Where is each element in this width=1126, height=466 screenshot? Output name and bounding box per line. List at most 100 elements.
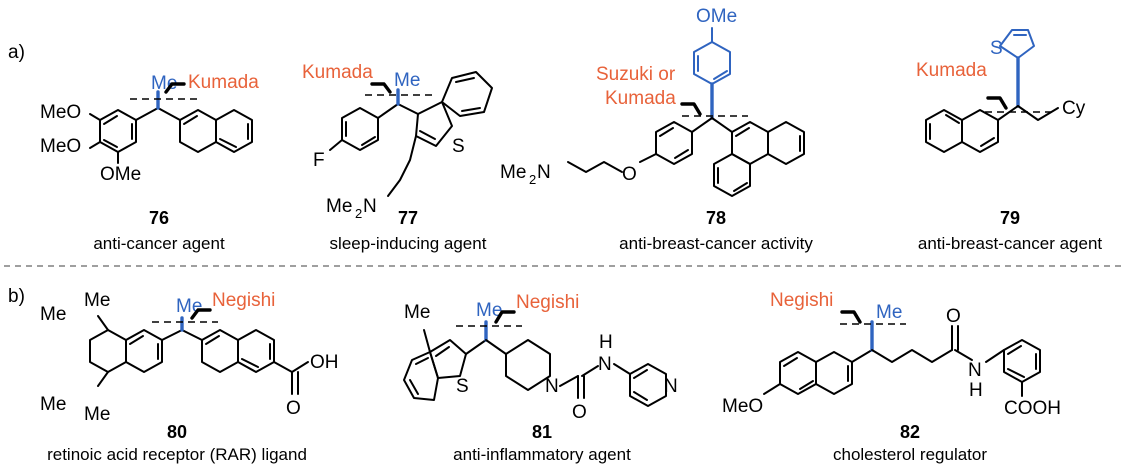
methyl-label-76: Me	[151, 73, 177, 94]
thiophene-ring-77	[415, 101, 453, 147]
naphthalene-ring-a	[179, 109, 217, 153]
pyridine-ring	[629, 363, 667, 407]
trimethoxyphenyl-ring	[99, 109, 137, 153]
section-label-b: b)	[8, 286, 25, 307]
oxygen-78: O	[622, 164, 637, 185]
compound-number-79: 79	[1000, 208, 1020, 228]
coupling-hook-77	[370, 82, 392, 94]
methyl-80-d: Me	[84, 404, 110, 425]
naphthalene-79-ring-b	[925, 109, 963, 153]
methyl-81-ring: Me	[404, 302, 430, 323]
methyl-label-81: Me	[476, 300, 502, 321]
sulfur-77: S	[452, 136, 465, 157]
urea-nitrogen: N	[598, 354, 612, 375]
structure-82: MeO Me Negishi O N H COOH	[722, 290, 1061, 419]
naphthalene-79-ring-a	[961, 109, 999, 153]
description-80: retinoic acid receptor (RAR) ligand	[47, 445, 307, 464]
butanoyl-chain	[871, 349, 953, 363]
compound-number-81: 81	[532, 422, 552, 442]
description-81: anti-inflammatory agent	[453, 445, 631, 464]
ethylamine-chain	[387, 135, 417, 197]
pyridine-nitrogen: N	[664, 376, 678, 397]
dimethylamino-78-sub: 2	[529, 172, 536, 187]
ethoxy-chain	[567, 161, 623, 173]
methoxy-76-top: MeO	[40, 102, 81, 123]
amide-hydrogen: H	[969, 380, 983, 401]
methyl-label-82: Me	[876, 302, 902, 323]
dimethylamino-78-me: Me	[500, 162, 526, 183]
tetrahydronaphthalene-ring-b	[125, 329, 163, 373]
methyl-80-c: Me	[40, 394, 66, 415]
methyl-80-b: Me	[84, 290, 110, 311]
compound-number-78: 78	[706, 208, 726, 228]
fluoro-77: F	[313, 150, 325, 171]
phenanthrene-ring-b	[767, 121, 805, 165]
coupling-78-line1: Suzuki or	[596, 64, 676, 85]
amide-oxygen: O	[946, 306, 961, 327]
methyl-80-a: Me	[40, 304, 66, 325]
methoxy-76-bottom: OMe	[100, 164, 141, 185]
coupling-76: Kumada	[188, 72, 259, 93]
structure-79: S Kumada Cy	[916, 29, 1086, 153]
methoxy-78: OMe	[696, 6, 737, 27]
urea-oxygen: O	[572, 402, 587, 423]
structure-80: Me Me Me Me Me Negishi O OH	[40, 290, 339, 425]
coupling-hook-76	[164, 82, 186, 94]
fluorophenyl-ring	[341, 107, 379, 151]
hydroxyl-80: OH	[310, 352, 339, 373]
naphthoic-ring-a	[201, 329, 239, 373]
carboxyl-82: COOH	[1004, 398, 1061, 419]
structure-77: F S Me Kumada Me 2 N	[302, 62, 493, 221]
phenoxy-ring	[655, 121, 693, 165]
structure-81: S Me Me Negishi N O N H N	[403, 292, 678, 423]
methoxynaphthalene-ring-b	[815, 351, 853, 395]
thiophene-ring-79	[999, 29, 1035, 59]
description-78: anti-breast-cancer activity	[619, 234, 813, 253]
coupling-82: Negishi	[770, 290, 833, 311]
section-label-a: a)	[8, 42, 25, 63]
coupling-hook-78	[680, 102, 702, 116]
methoxyphenyl-ring	[693, 41, 731, 85]
amide-nitrogen: N	[968, 360, 982, 381]
description-76: anti-cancer agent	[93, 234, 225, 253]
dimethylamino-77-sub: 2	[355, 206, 362, 221]
benzo-ring-81	[403, 351, 439, 401]
dimethylamino-78-n: N	[537, 162, 551, 183]
carbonyl-oxygen-80: O	[286, 398, 301, 419]
description-79: anti-breast-cancer agent	[918, 234, 1103, 253]
compound-number-82: 82	[900, 422, 920, 442]
piperidine-ring	[505, 339, 551, 391]
coupling-hook-80	[190, 308, 212, 320]
coupling-hook-82	[840, 310, 862, 324]
structure-76: Me Kumada MeO MeO OMe	[40, 72, 259, 185]
description-82: cholesterol regulator	[833, 445, 987, 464]
structure-78: OMe Suzuki or Kumada O Me 2 N	[500, 6, 805, 197]
coupling-79: Kumada	[916, 60, 987, 81]
anthranilic-ring	[1003, 339, 1041, 383]
urea-hydrogen: H	[599, 332, 613, 353]
coupling-hook-79	[986, 96, 1008, 110]
coupling-hook-81	[494, 310, 516, 324]
coupling-78-line2: Kumada	[605, 88, 676, 109]
cyclohexyl-79: Cy	[1062, 98, 1086, 119]
methyl-label-77: Me	[394, 70, 420, 91]
tetrahydronaphthalene-ring-a	[89, 329, 127, 373]
compound-number-76: 76	[149, 208, 169, 228]
coupling-80: Negishi	[212, 290, 275, 311]
dimethylamino-77-n: N	[363, 196, 377, 217]
sulfur-81: S	[456, 376, 469, 397]
naphthalene-ring-b	[215, 109, 253, 153]
methyl-label-80: Me	[176, 296, 202, 317]
methoxynaphthalene-ring-a	[779, 351, 817, 395]
compound-number-80: 80	[167, 422, 187, 442]
compound-number-77: 77	[398, 208, 418, 228]
piperidine-nitrogen: N	[545, 376, 559, 397]
benzo-ring-77	[441, 71, 493, 117]
coupling-77: Kumada	[302, 62, 373, 83]
sulfur-79: S	[990, 38, 1003, 59]
cyclohexylmethyl-chain	[1017, 105, 1059, 121]
phenanthrene-ring-c	[713, 153, 751, 197]
description-77: sleep-inducing agent	[330, 234, 487, 253]
dimethylamino-77-me: Me	[326, 196, 352, 217]
